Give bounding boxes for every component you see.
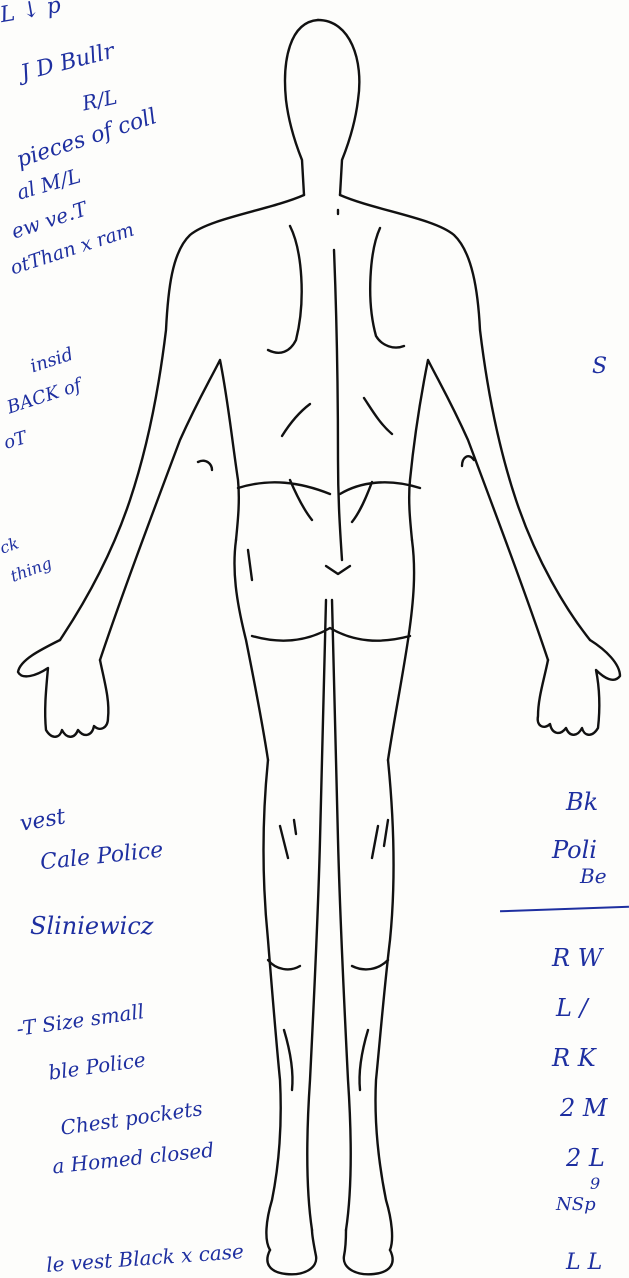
right-scapula xyxy=(370,228,404,348)
note-right-7: R K xyxy=(552,1046,596,1070)
note-right-9: 2 L xyxy=(566,1146,605,1170)
note-right-12: L L xyxy=(566,1252,602,1274)
right-foot xyxy=(344,1230,393,1274)
note-left-3: R/L xyxy=(80,87,118,114)
left-foot xyxy=(267,1230,316,1274)
note-right-3: Poli xyxy=(552,838,597,862)
left-hand-outline xyxy=(18,640,108,737)
note-right-8: 2 M xyxy=(560,1096,607,1120)
note-right-4: Be xyxy=(580,866,607,886)
note-lower-3: Sliniewicz xyxy=(30,914,153,938)
head-left-outline xyxy=(285,20,318,195)
right-inner-arm xyxy=(409,360,548,660)
right-leg-outer xyxy=(375,760,393,1250)
note-right-2: Bk xyxy=(566,790,598,814)
right-hand-outline xyxy=(538,640,620,735)
left-leg-outer xyxy=(264,760,281,1250)
note-right-6: L / xyxy=(556,996,588,1020)
note-right-11: NSp xyxy=(556,1196,596,1214)
left-leg-inner xyxy=(307,600,326,1230)
left-scapula xyxy=(268,226,302,353)
right-hip-outline xyxy=(388,540,414,760)
gluteal-fold xyxy=(252,628,410,641)
note-right-10: 9 xyxy=(590,1176,600,1192)
left-shoulder-arm-outer xyxy=(60,195,304,640)
note-right-5: R W xyxy=(552,946,602,970)
right-leg-inner xyxy=(332,600,351,1230)
note-right-1: S xyxy=(592,356,607,378)
left-inner-arm xyxy=(100,360,239,660)
head-right-outline xyxy=(318,20,359,195)
spine-line xyxy=(334,250,342,560)
